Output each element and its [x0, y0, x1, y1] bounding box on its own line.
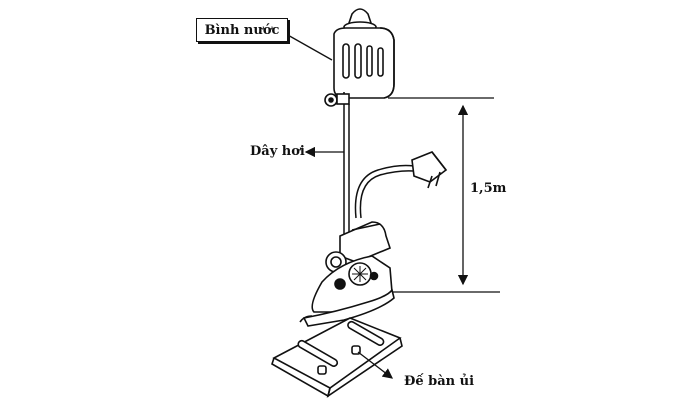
water-tank-label-box: Bình nước — [196, 18, 288, 42]
power-cord-icon — [354, 164, 415, 219]
water-tank-label: Bình nước — [204, 22, 280, 38]
steam-hose-icon — [343, 104, 350, 238]
plug-icon — [411, 151, 448, 189]
iron-rest-pad-icon — [271, 317, 403, 398]
steam-iron-icon — [299, 221, 395, 327]
height-label: 1,5m — [470, 181, 507, 196]
steam-hose-label: Dây hơi — [250, 144, 305, 159]
tank-leader-line — [285, 33, 333, 61]
base-leader-arrow — [357, 351, 394, 379]
water-tank-icon — [333, 8, 395, 99]
valve-icon — [324, 92, 350, 107]
iron-base-label: Đế bàn ủi — [404, 374, 475, 389]
